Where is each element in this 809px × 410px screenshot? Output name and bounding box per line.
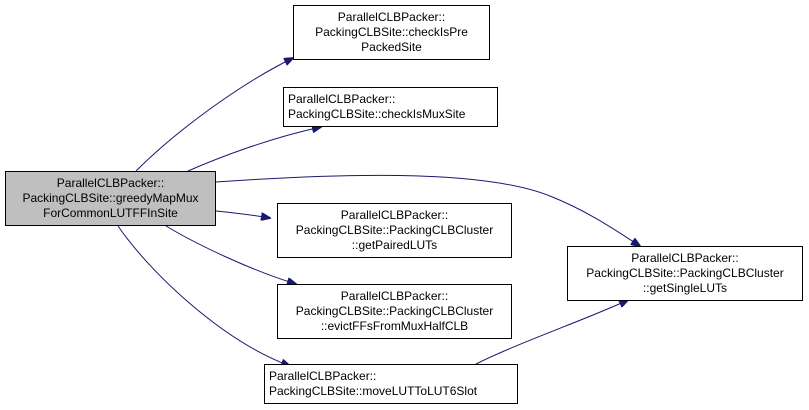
node-line: PackingCLBSite::moveLUTToLUT6Slot bbox=[269, 384, 478, 398]
node-get-single-luts[interactable]: ParallelCLBPacker:: PackingCLBSite::Pack… bbox=[567, 246, 803, 301]
node-line: ::evictFFsFromMuxHalfCLB bbox=[320, 319, 469, 333]
node-get-paired-luts[interactable]: ParallelCLBPacker:: PackingCLBSite::Pack… bbox=[277, 203, 512, 258]
node-line: PackingCLBSite::PackingCLBCluster bbox=[586, 266, 784, 280]
edge-moveLUT-to-getSingle bbox=[475, 300, 628, 365]
node-line: ParallelCLBPacker:: bbox=[337, 10, 446, 24]
edge-greedy-to-evict bbox=[165, 225, 296, 284]
node-line: PackingCLBSite::greedyMapMux bbox=[22, 191, 199, 205]
node-check-is-mux-site[interactable]: ParallelCLBPacker:: PackingCLBSite::chec… bbox=[283, 87, 498, 127]
node-greedy-map-mux[interactable]: ParallelCLBPacker:: PackingCLBSite::gree… bbox=[5, 171, 216, 226]
node-evict-ffs-from-mux-half-clb[interactable]: ParallelCLBPacker:: PackingCLBSite::Pack… bbox=[277, 284, 512, 339]
node-line: PackingCLBSite::checkIsPre bbox=[315, 25, 468, 39]
node-line: ParallelCLBPacker:: bbox=[340, 289, 449, 303]
node-line: PackedSite bbox=[361, 40, 422, 54]
node-line: ParallelCLBPacker:: bbox=[269, 369, 377, 383]
node-line: ParallelCLBPacker:: bbox=[340, 208, 449, 222]
node-line: ParallelCLBPacker:: bbox=[56, 176, 165, 190]
node-line: ParallelCLBPacker:: bbox=[631, 251, 739, 265]
edge-greedy-to-checkIsPrePacked bbox=[135, 58, 293, 172]
edge-greedy-to-getSingle bbox=[215, 174, 640, 246]
node-move-lut-to-lut6-slot[interactable]: ParallelCLBPacker:: PackingCLBSite::move… bbox=[264, 364, 518, 404]
node-check-is-prepacked-site[interactable]: ParallelCLBPacker:: PackingCLBSite::chec… bbox=[293, 5, 490, 60]
node-line: PackingCLBSite::checkIsMuxSite bbox=[288, 107, 466, 121]
edge-greedy-to-moveLUT bbox=[117, 225, 290, 366]
node-line: PackingCLBSite::PackingCLBCluster bbox=[295, 223, 494, 237]
node-line: ForCommonLUTFFInSite bbox=[43, 206, 178, 220]
edge-greedy-to-getPaired bbox=[215, 210, 270, 218]
node-line: PackingCLBSite::PackingCLBCluster bbox=[295, 304, 494, 318]
node-line: ParallelCLBPacker:: bbox=[288, 92, 396, 106]
node-line: ::getPairedLUTs bbox=[351, 238, 438, 252]
node-line: ::getSingleLUTs bbox=[642, 281, 728, 295]
edge-greedy-to-checkIsMux bbox=[187, 127, 321, 172]
